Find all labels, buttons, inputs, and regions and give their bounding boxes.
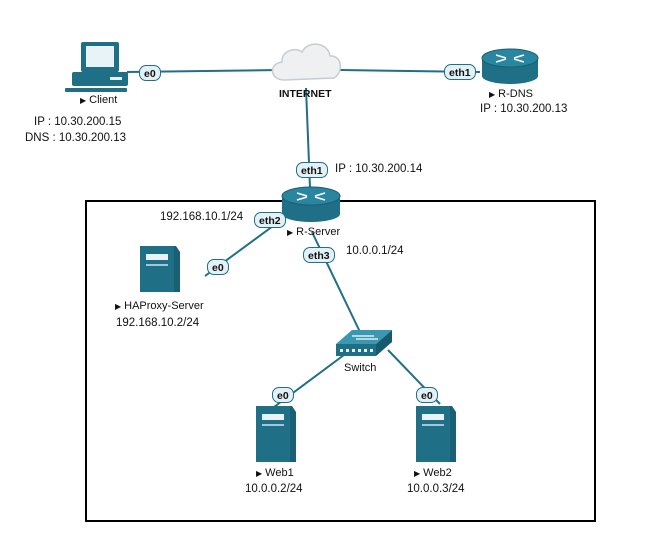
web2-e0-port[interactable]: e0 [416, 387, 438, 403]
web2-label: ▶Web2 [414, 468, 452, 479]
switch-label: Switch [344, 363, 376, 374]
r-server-label: ▶R-Server [287, 227, 340, 238]
play-triangle-icon: ▶ [287, 228, 294, 237]
rserver-eth3-network: 10.0.0.1/24 [346, 245, 404, 257]
web1-name: Web1 [265, 467, 294, 479]
rdns-eth1-port[interactable]: eth1 [444, 64, 476, 80]
switch-icon[interactable] [336, 330, 392, 356]
web2-ip: 10.0.0.3/24 [407, 483, 465, 495]
client-name: Client [89, 94, 118, 106]
switch-name: Switch [344, 362, 377, 374]
cloud-icon[interactable] [271, 43, 342, 81]
r-dns-label: ▶R-DNS [489, 89, 533, 100]
r-server-name: R-Server [296, 226, 341, 238]
play-triangle-icon: ▶ [80, 96, 87, 105]
play-triangle-icon: ▶ [115, 302, 122, 311]
client-pc-icon[interactable] [65, 42, 128, 92]
web2-name: Web2 [423, 467, 452, 479]
r-server-router-icon[interactable] [281, 186, 341, 222]
rserver-eth2-port[interactable]: eth2 [254, 212, 286, 228]
haproxy-name: HAProxy-Server [124, 300, 204, 312]
haproxy-label: ▶HAProxy-Server [115, 301, 204, 312]
client-label: ▶Client [80, 95, 117, 106]
play-triangle-icon: ▶ [489, 90, 496, 99]
internet-label: INTERNET [279, 88, 332, 100]
client-ip: IP : 10.30.200.15 [34, 116, 122, 128]
play-triangle-icon: ▶ [256, 469, 263, 478]
web1-server-icon[interactable] [256, 406, 296, 462]
web1-ip: 10.0.0.2/24 [245, 483, 303, 495]
r-dns-name: R-DNS [498, 88, 533, 100]
rserver-eth2-network: 192.168.10.1/24 [160, 211, 244, 223]
play-triangle-icon: ▶ [414, 469, 421, 478]
rserver-eth3-port[interactable]: eth3 [303, 247, 335, 263]
web2-server-icon[interactable] [416, 406, 456, 462]
web1-label: ▶Web1 [256, 468, 294, 479]
web1-e0-port[interactable]: e0 [272, 387, 294, 403]
rserver-eth1-ip: IP : 10.30.200.14 [335, 163, 423, 175]
r-dns-ip: IP : 10.30.200.13 [480, 103, 568, 115]
client-dns: DNS : 10.30.200.13 [25, 132, 127, 144]
rserver-eth1-port[interactable]: eth1 [296, 162, 328, 178]
internal-network-box [85, 200, 596, 522]
haproxy-ip: 192.168.10.2/24 [116, 317, 200, 329]
client-e0-port[interactable]: e0 [139, 65, 161, 81]
haproxy-server-icon[interactable] [140, 246, 180, 292]
r-dns-router-icon[interactable] [481, 48, 539, 84]
haproxy-e0-port[interactable]: e0 [207, 259, 229, 275]
